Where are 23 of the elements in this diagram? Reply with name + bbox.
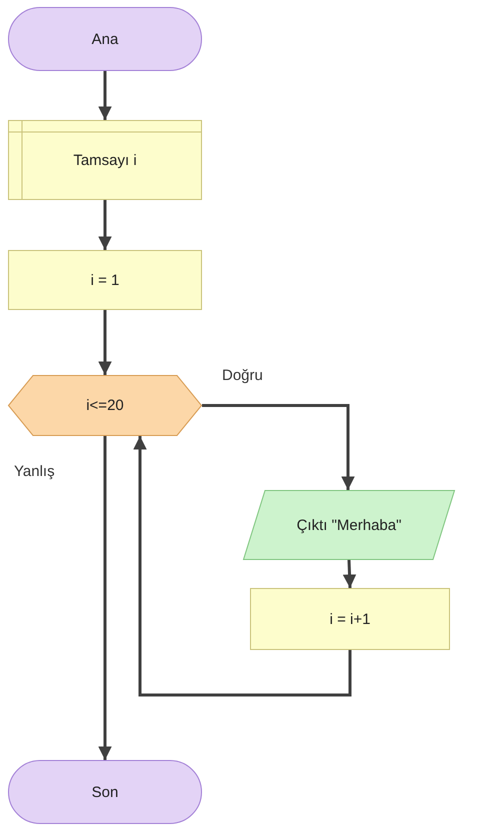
arrow [98,436,112,760]
arrow [202,404,355,490]
arrow [98,200,112,250]
terminal-pill [8,760,202,824]
node-text: Son [92,784,118,800]
node-text: Tamsayı i [73,152,137,168]
declare-box [8,120,202,200]
node-text: i = i+1 [330,610,370,628]
terminal-pill [8,7,202,71]
edge-label: Doğru [222,367,263,384]
node-text: i<=20 [86,397,124,414]
process-box [8,250,202,310]
output-parallelogram [243,490,455,560]
arrow [98,71,112,120]
node-text: Ana [92,30,118,48]
node-text: i = 1 [90,272,120,288]
decision-hexagon [8,375,202,436]
arrow [133,436,352,696]
arrow [342,560,356,588]
node-text: Çıktı "Merhaba" [296,516,402,534]
arrow [98,310,112,375]
edge-label: Yanlış [14,463,55,480]
process-box [250,588,450,650]
